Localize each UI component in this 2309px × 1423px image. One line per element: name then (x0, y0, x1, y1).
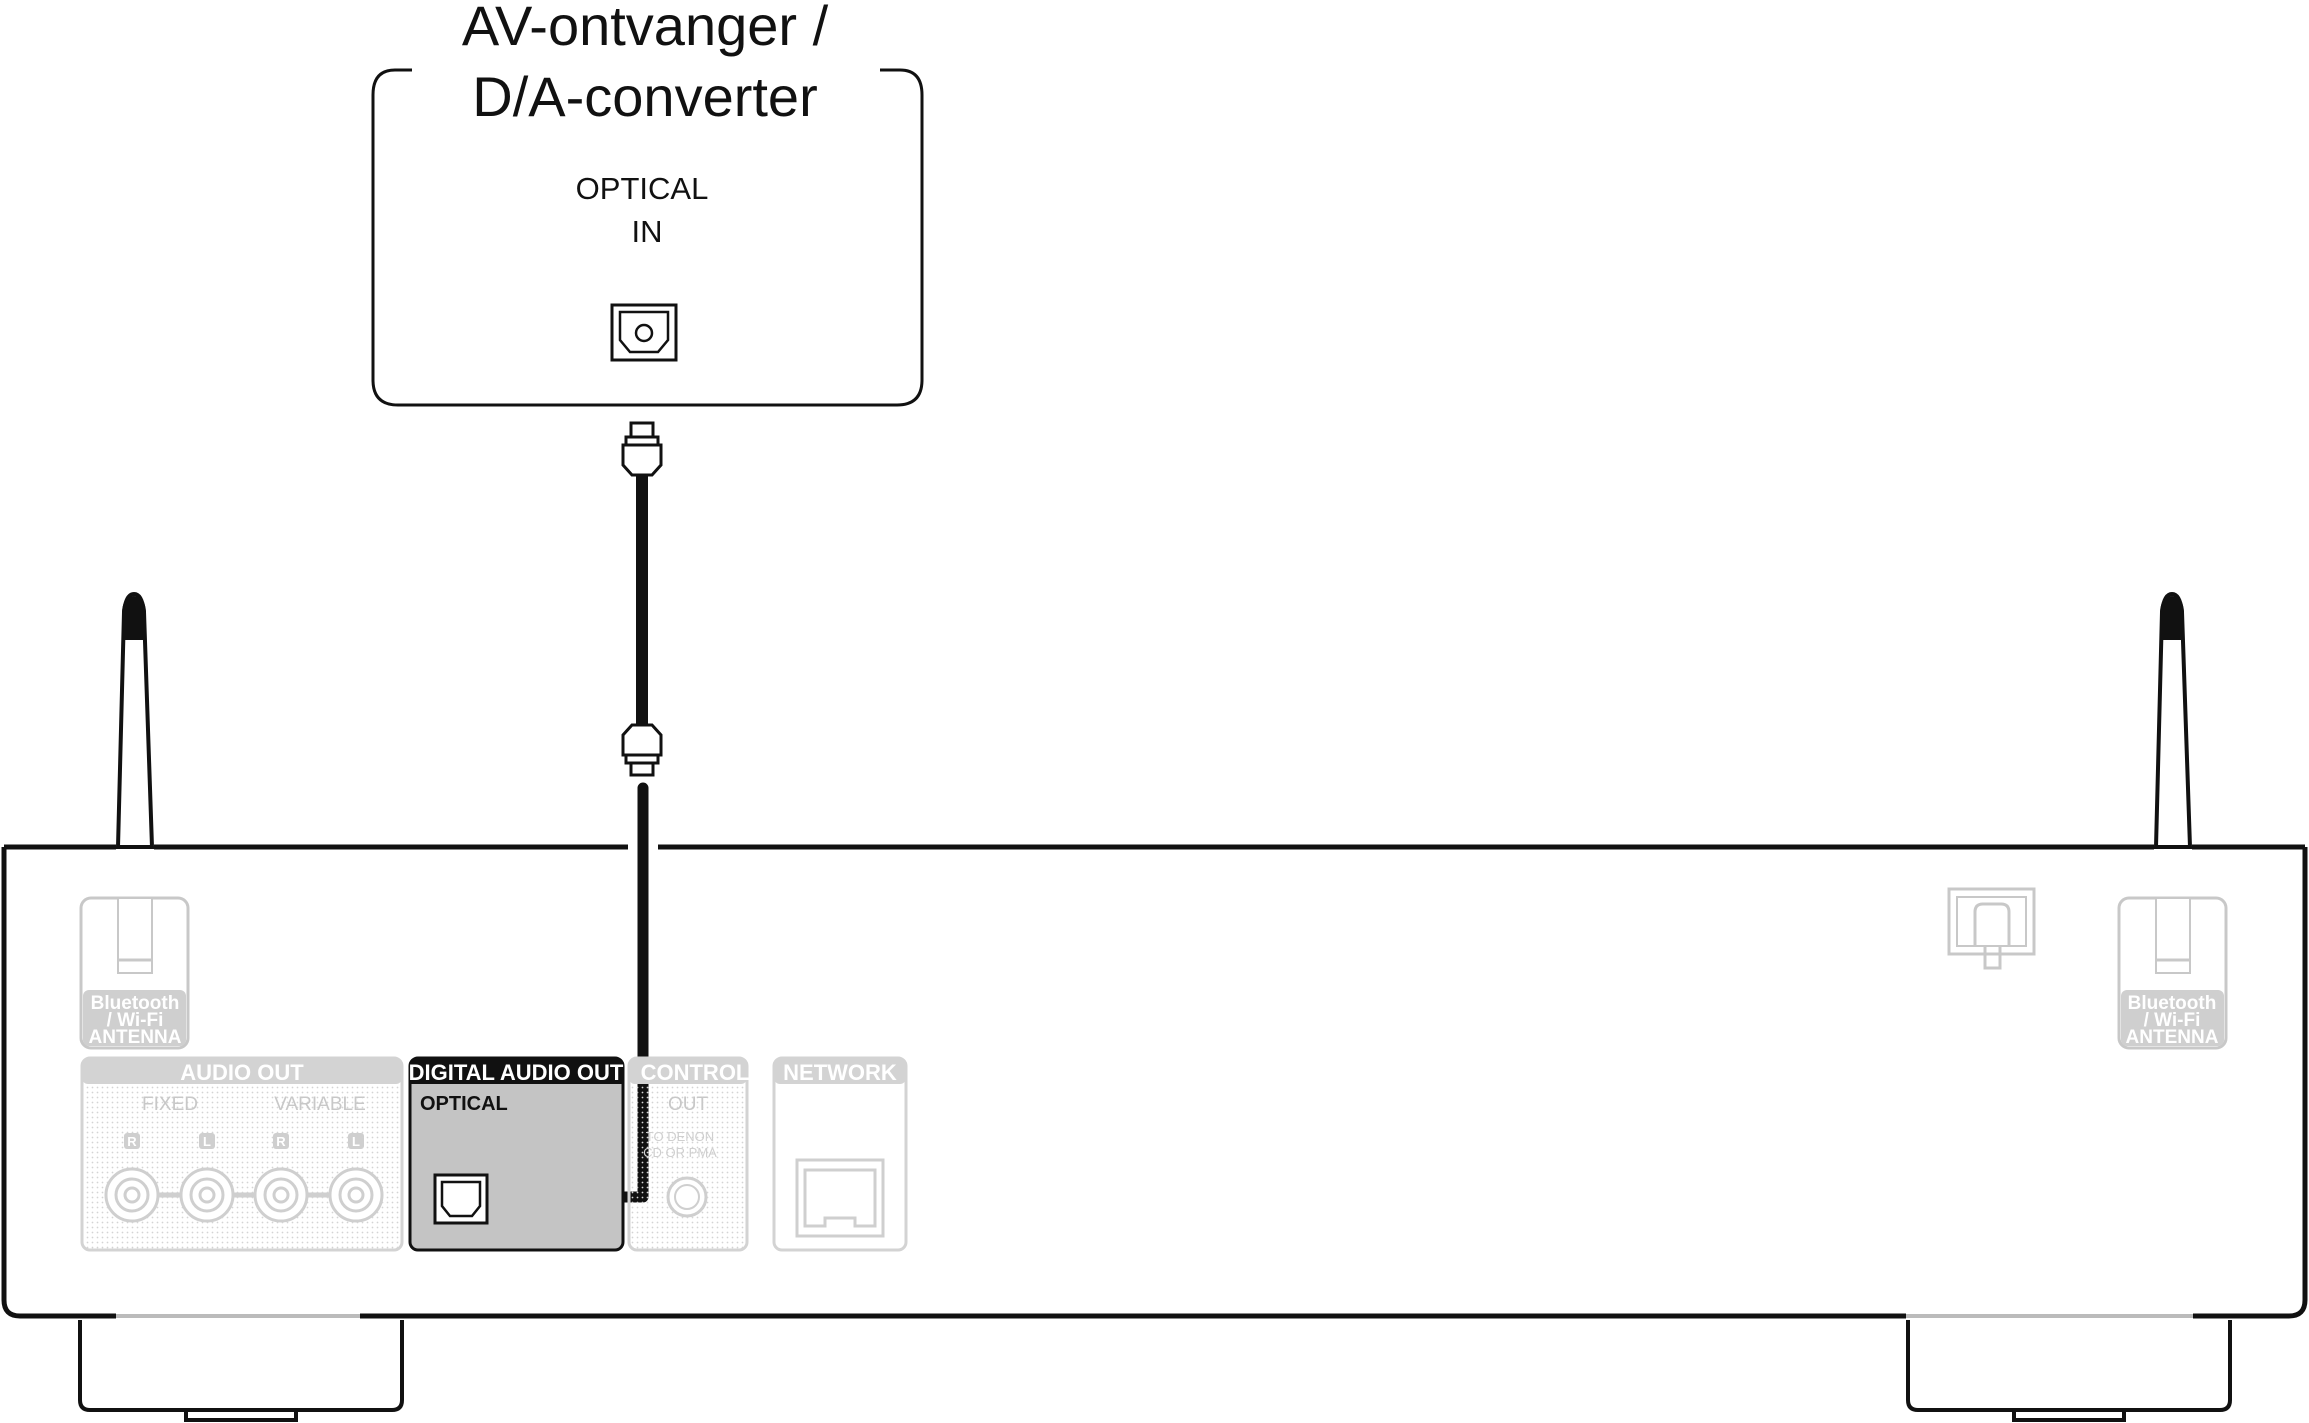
ethernet-port-icon (795, 1158, 885, 1238)
antenna-right-label-line1: Bluetooth (2128, 993, 2217, 1014)
foot-left (78, 1320, 404, 1422)
control-panel: CONTROL OUT TO DENON CD OR PMA (627, 1056, 750, 1252)
foot-right (1906, 1320, 2232, 1422)
control-note-line1: TO DENON (646, 1129, 714, 1144)
receiver-input-label-line2: IN (632, 214, 663, 249)
receiver-title-line1: AV-ontvanger / (462, 0, 829, 57)
optical-in-jack (610, 303, 678, 362)
digital-audio-out-panel: DIGITAL AUDIO OUT OPTICAL (408, 1056, 625, 1252)
digital-audio-out-header: DIGITAL AUDIO OUT (409, 1060, 624, 1085)
digital-audio-out-optical-label: OPTICAL (420, 1093, 508, 1115)
network-header: NETWORK (783, 1060, 897, 1085)
optical-out-jack (433, 1173, 489, 1225)
antenna-left-label-line2: / Wi-Fi (107, 1010, 164, 1031)
antenna-right-label-line2: / Wi-Fi (2144, 1010, 2201, 1031)
antenna-right-label-line3: ANTENNA (2126, 1027, 2219, 1048)
control-header: CONTROL (641, 1060, 750, 1085)
audio-out-header: AUDIO OUT (180, 1060, 304, 1085)
audio-out-panel: AUDIO OUT FIXED VARIABLE R L R L (80, 1056, 404, 1252)
cable-plug-top (621, 421, 663, 477)
power-inlet-icon (1947, 887, 2036, 970)
player-device: Bluetooth / Wi-Fi ANTENNA Bluetooth / Wi… (1, 844, 2308, 1422)
antenna-left (115, 591, 155, 849)
receiver-device: AV-ontvanger / D/A-converter OPTICAL IN (371, 0, 924, 407)
audio-out-variable-label: VARIABLE (274, 1094, 366, 1115)
fixed-l-marker: L (203, 1134, 211, 1149)
antenna-label-right: Bluetooth / Wi-Fi ANTENNA (2117, 896, 2228, 1050)
receiver-input-label-line1: OPTICAL (576, 171, 709, 206)
audio-out-fixed-label: FIXED (142, 1094, 198, 1115)
control-out-label: OUT (668, 1094, 709, 1115)
fixed-r-marker: R (127, 1134, 137, 1149)
antenna-left-label-line1: Bluetooth (91, 993, 180, 1014)
cable-plug-bottom (621, 723, 663, 777)
antenna-left-label-line3: ANTENNA (89, 1027, 182, 1048)
variable-l-marker: L (352, 1134, 360, 1149)
antenna-label-left: Bluetooth / Wi-Fi ANTENNA (79, 896, 190, 1050)
receiver-title-line2: D/A-converter (472, 65, 817, 128)
control-note-line2: CD OR PMA (643, 1145, 717, 1160)
antenna-right (2153, 591, 2193, 849)
variable-r-marker: R (276, 1134, 286, 1149)
network-panel: NETWORK (772, 1056, 908, 1252)
